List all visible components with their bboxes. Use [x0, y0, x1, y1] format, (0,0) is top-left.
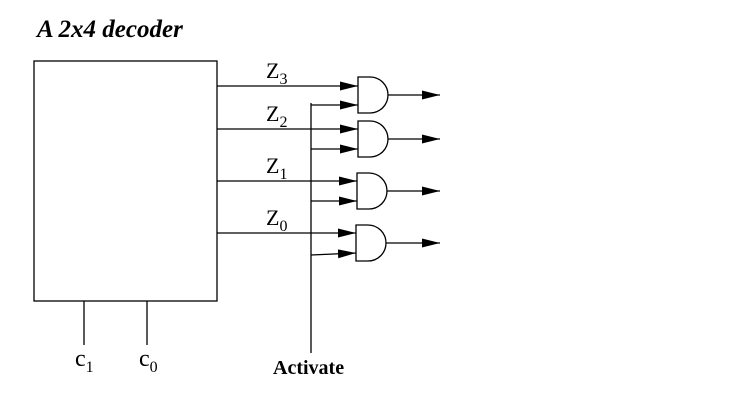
activate-label: Activate — [273, 357, 344, 379]
input-label-c0: c0 — [139, 346, 158, 376]
output-label-z0: Z0 — [266, 205, 287, 235]
diagram-title: A 2x4 decoder — [37, 16, 183, 43]
output-label-z1: Z1 — [266, 153, 287, 183]
output-label-z3: Z3 — [266, 58, 287, 88]
activate-branch-z0 — [310, 249, 357, 259]
and-gate-z0 — [355, 224, 387, 262]
output-label-z2: Z2 — [266, 101, 287, 131]
input-label-c1: c1 — [75, 346, 94, 376]
and-gate-z1 — [356, 172, 388, 210]
and-gate-z3 — [357, 76, 389, 114]
decoder-box — [33, 60, 218, 302]
and-gate-z2 — [357, 120, 389, 158]
